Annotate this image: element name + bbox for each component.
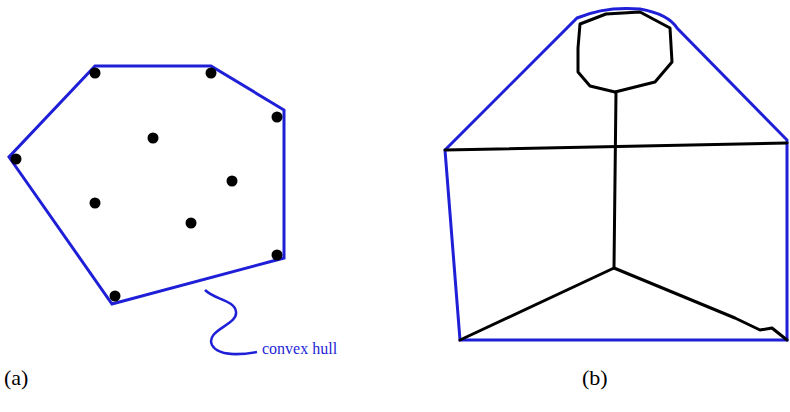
point-set (11, 68, 283, 302)
callout-label: convex hull (262, 340, 337, 358)
panel-label: (a) (4, 366, 28, 390)
stick-figure (445, 12, 787, 340)
leader-line (205, 290, 257, 354)
panel-label: (b) (582, 366, 608, 390)
hull-outline (445, 8, 787, 340)
hull-outline (9, 66, 284, 304)
